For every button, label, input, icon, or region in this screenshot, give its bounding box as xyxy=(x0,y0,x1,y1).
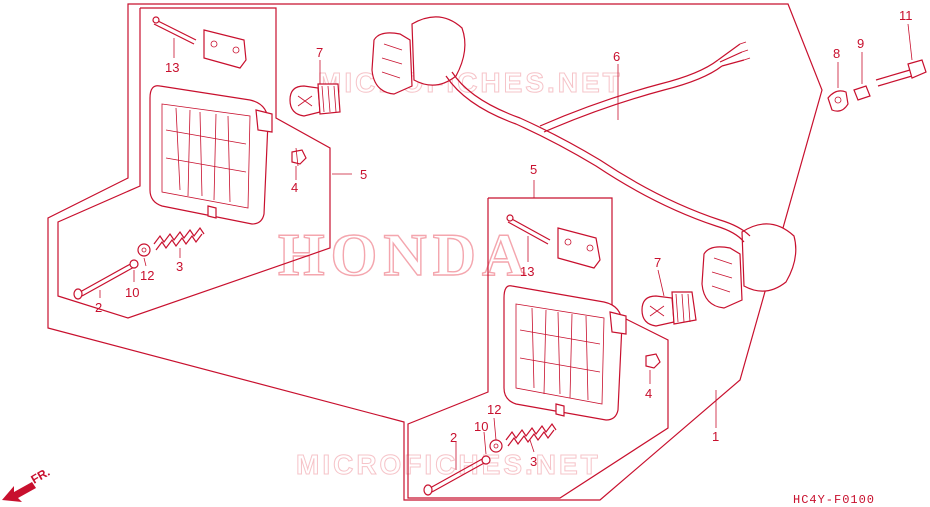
upper-nut xyxy=(291,149,307,165)
callout-3-upper: 3 xyxy=(176,259,183,274)
callout-12-lower: 12 xyxy=(487,402,501,417)
callout-6: 6 xyxy=(613,49,620,64)
collar xyxy=(853,85,871,101)
diagram-code: HC4Y-F0100 xyxy=(793,493,875,507)
callout-8: 8 xyxy=(833,46,840,61)
callout-1: 1 xyxy=(712,429,719,444)
lower-nut xyxy=(645,353,661,369)
grommet xyxy=(827,90,849,112)
watermark-brand: HONDA xyxy=(278,222,531,288)
callout-5-lower: 5 xyxy=(530,162,537,177)
callout-4-upper: 4 xyxy=(291,180,298,195)
lower-adjuster-hardware xyxy=(423,422,557,496)
callout-9: 9 xyxy=(857,36,864,51)
watermark-site-bottom: MICROFICHES.NET xyxy=(296,449,601,480)
wiring-harness xyxy=(371,16,797,309)
watermark-site-top: MICROFICHES.NET xyxy=(318,67,623,98)
callout-10-lower: 10 xyxy=(474,419,488,434)
callout-11: 11 xyxy=(899,8,913,23)
leader-lines xyxy=(99,23,913,470)
lower-headlight xyxy=(503,285,627,421)
callout-7-lower: 7 xyxy=(654,255,661,270)
front-arrow-icon xyxy=(2,482,36,502)
callout-2-lower: 2 xyxy=(450,430,457,445)
upper-headlight xyxy=(149,85,273,225)
callout-3-lower: 3 xyxy=(530,454,537,469)
front-direction-indicator: FR. xyxy=(2,465,52,502)
lower-bracket xyxy=(506,214,601,269)
upper-adjuster-hardware xyxy=(73,226,205,300)
lower-bulb xyxy=(641,291,697,327)
callout-4-lower: 4 xyxy=(645,386,652,401)
callout-10-upper: 10 xyxy=(125,285,139,300)
callout-12-upper: 12 xyxy=(140,268,154,283)
callout-7-upper: 7 xyxy=(316,45,323,60)
lower-lamp-group-box xyxy=(407,197,669,499)
upper-bracket xyxy=(152,16,247,69)
callout-2-upper: 2 xyxy=(95,300,102,315)
assembly-outline xyxy=(47,3,823,501)
callout-13-lower: 13 xyxy=(520,264,534,279)
mounting-bolt xyxy=(875,59,927,87)
callout-13-upper: 13 xyxy=(165,60,179,75)
upper-lamp-group-box xyxy=(57,7,331,319)
upper-bulb xyxy=(289,83,341,117)
callout-5-upper: 5 xyxy=(360,167,367,182)
